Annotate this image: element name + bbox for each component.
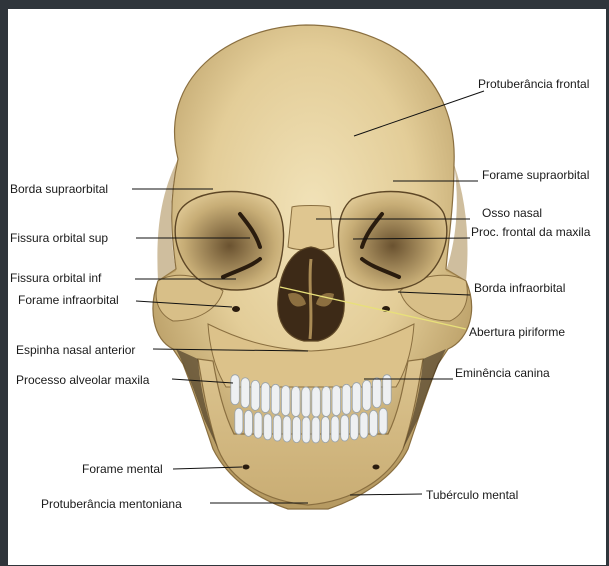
tooth — [261, 383, 270, 413]
tooth — [281, 386, 290, 416]
label-eminencia-canina: Eminência canina — [455, 366, 550, 380]
tooth — [373, 378, 382, 408]
infraorbital-foramen-left — [232, 306, 240, 312]
tooth — [231, 375, 240, 405]
mental-foramen-left — [243, 465, 250, 470]
tooth — [331, 416, 339, 442]
tooth — [360, 412, 368, 438]
tooth — [312, 387, 321, 417]
tooth — [322, 387, 331, 417]
tooth — [302, 417, 310, 443]
label-fissura-orbital-sup: Fissura orbital sup — [10, 231, 108, 245]
mental-foramen-right — [373, 465, 380, 470]
tooth — [362, 380, 371, 410]
tooth — [292, 387, 301, 417]
label-borda-supraorbital: Borda supraorbital — [10, 182, 108, 196]
tooth — [350, 414, 358, 440]
tooth — [370, 410, 378, 436]
tooth — [332, 386, 341, 416]
label-espinha-nasal-anterior: Espinha nasal anterior — [16, 343, 135, 357]
tooth — [254, 412, 262, 438]
tooth — [264, 414, 272, 440]
tooth — [241, 378, 250, 408]
label-osso-nasal: Osso nasal — [482, 206, 542, 220]
tooth — [293, 417, 301, 443]
tooth — [312, 417, 320, 443]
label-proc-frontal-maxila: Proc. frontal da maxila — [471, 225, 590, 239]
tooth — [321, 417, 329, 443]
tooth — [352, 383, 361, 413]
label-forame-mental: Forame mental — [82, 462, 163, 476]
tooth — [244, 410, 252, 436]
tooth — [273, 415, 281, 441]
tooth — [379, 408, 387, 434]
label-forame-infraorbital: Forame infraorbital — [18, 293, 119, 307]
tooth — [341, 415, 349, 441]
label-protuberancia-mentoniana: Protuberância mentoniana — [41, 497, 182, 511]
tooth — [283, 416, 291, 442]
anatomy-figure: Protuberância frontal Forame supraorbita… — [8, 9, 606, 565]
nasal-bones — [288, 206, 334, 251]
tooth — [235, 408, 243, 434]
label-fissura-orbital-inf: Fissura orbital inf — [10, 271, 101, 285]
label-processo-alveolar-maxila: Processo alveolar maxila — [16, 373, 149, 387]
label-borda-infraorbital: Borda infraorbital — [474, 281, 565, 295]
tooth — [271, 384, 280, 414]
label-abertura-piriforme: Abertura piriforme — [469, 325, 565, 339]
label-protuberancia-frontal: Protuberância frontal — [478, 77, 589, 91]
label-tuberculo-mental: Tubérculo mental — [426, 488, 518, 502]
tooth — [302, 387, 311, 417]
tooth — [342, 384, 351, 414]
nasal-septum — [310, 259, 311, 339]
tooth — [251, 380, 260, 410]
label-forame-supraorbital: Forame supraorbital — [482, 168, 589, 182]
